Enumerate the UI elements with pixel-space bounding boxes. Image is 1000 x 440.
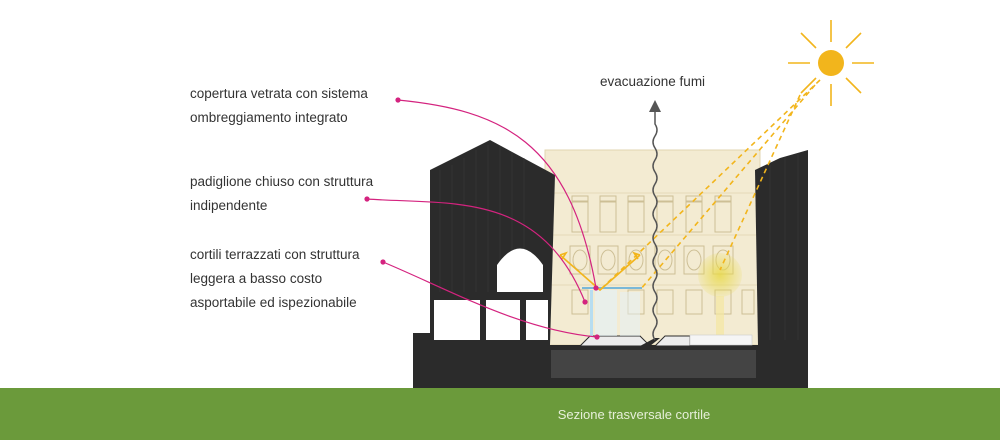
facade-elevation [544, 149, 761, 346]
left-building-section [430, 140, 555, 345]
right-building-section [755, 150, 808, 345]
sun-icon [788, 20, 874, 106]
glass-pavilion [582, 287, 642, 336]
annotation-copertura: copertura vetrata con sistema ombreggiam… [190, 82, 368, 130]
annotation-line: padiglione chiuso con struttura [190, 174, 374, 189]
annotation-padiglione: padiglione chiuso con struttura indipend… [190, 170, 373, 218]
ground-band [0, 388, 1000, 440]
ground-section [413, 333, 808, 388]
arrow-up-icon [649, 100, 661, 112]
annotation-cortili: cortili terrazzati con struttura leggera… [190, 243, 360, 315]
leader-dots [364, 97, 600, 340]
sun-reflection-rays [559, 251, 641, 292]
smoke-evacuation-label: evacuazione fumi [600, 74, 706, 89]
sun-rays [599, 79, 821, 291]
annotation-line: ombreggiamento integrato [190, 110, 348, 125]
leader-lines [366, 99, 598, 338]
annotation-line: cortili terrazzati con struttura [190, 247, 360, 262]
annotation-line: indipendente [190, 198, 268, 213]
smoke-evacuation-arrow [649, 100, 661, 341]
caption: Sezione trasversale cortile [557, 407, 711, 422]
annotation-line: asportabile ed ispezionabile [190, 295, 357, 310]
annotation-line: leggera a basso costo [190, 271, 323, 286]
annotation-line: copertura vetrata con sistema [190, 86, 368, 101]
